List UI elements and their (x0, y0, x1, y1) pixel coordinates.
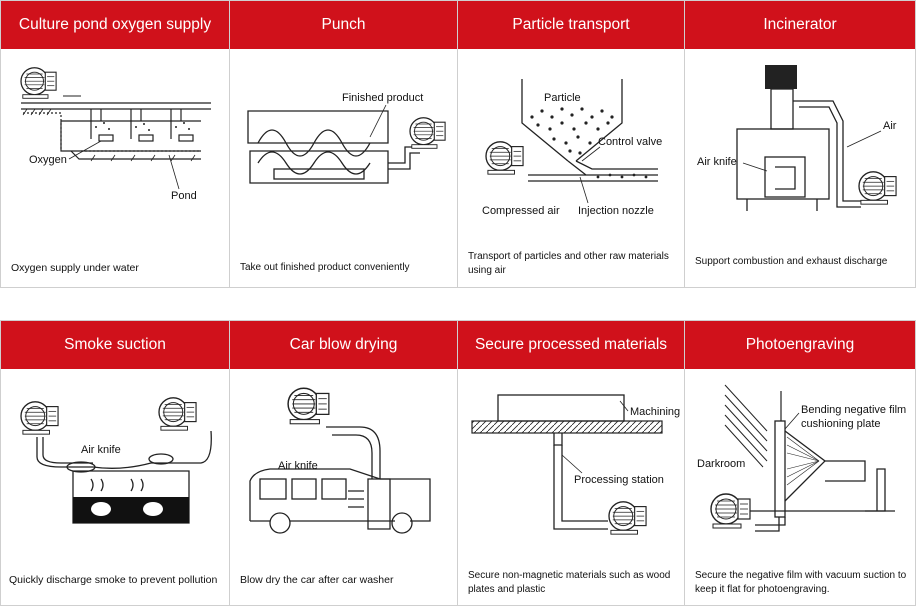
panel-particle-transport: Particle transport Particle Control valv… (457, 0, 685, 288)
row-separator (0, 288, 916, 322)
blower-icon (409, 117, 446, 149)
panel-title: Punch (230, 1, 457, 49)
panel-caption: Quickly discharge smoke to prevent pollu… (9, 574, 218, 586)
blower-icon (485, 141, 524, 175)
panel-secure-materials: Secure processed materials Machining Pro… (457, 320, 685, 606)
air-knife-label: Air knife (278, 460, 318, 472)
darkroom-label: Darkroom (697, 458, 745, 470)
panel-incinerator: Incinerator Air Air knife Support combus… (684, 0, 916, 288)
panel-caption: Blow dry the car after car washer (240, 574, 394, 586)
culture-pond-illustration: Oxygen Pond (1, 51, 229, 221)
blower-icon (20, 401, 59, 435)
panel-caption: Oxygen supply under water (11, 262, 139, 274)
panel-caption: Secure the negative film with vacuum suc… (695, 570, 907, 595)
panel-punch: Punch Finished product Take out finished… (229, 0, 458, 288)
panel-caption: Support combustion and exhaust discharge (695, 256, 888, 267)
panel-culture-pond: Culture pond oxygen supply Oxyg (0, 0, 230, 288)
secure-materials-illustration: Machining Processing station (458, 371, 684, 541)
panel-title: Particle transport (458, 1, 684, 49)
blower-icon (858, 171, 897, 205)
cushioning-plate-label: cushioning plate (801, 418, 881, 430)
smoke-suction-illustration: Air knife (1, 371, 229, 541)
photoengraving-illustration: Bending negative film cushioning plate D… (685, 371, 915, 541)
finished-product-label: Finished product (342, 92, 423, 104)
blower-icon (710, 493, 751, 529)
air-knife-label: Air knife (697, 156, 737, 168)
blower-icon (287, 387, 330, 425)
panel-caption: Take out finished product conveniently (240, 262, 410, 273)
air-knife-label: Air knife (81, 444, 121, 456)
panel-title: Smoke suction (1, 321, 229, 369)
pond-label: Pond (171, 190, 197, 202)
car-blow-drying-illustration: Air knife (230, 371, 457, 541)
oxygen-label: Oxygen (29, 154, 67, 166)
control-valve-label: Control valve (598, 136, 662, 148)
particle-transport-illustration: Particle Control valve Compressed air In… (458, 51, 684, 221)
panel-smoke-suction: Smoke suction Air knife Quickly discharg… (0, 320, 230, 606)
panel-caption: Secure non-magnetic materials such as wo… (468, 570, 671, 595)
processing-station-label: Processing station (574, 474, 664, 486)
panel-photoengraving: Photoengraving Bending negative film (684, 320, 916, 606)
machining-label: Machining (630, 406, 680, 418)
panel-title: Secure processed materials (458, 321, 684, 369)
air-label: Air (883, 120, 897, 132)
blower-icon (608, 501, 647, 535)
panel-title: Car blow drying (230, 321, 457, 369)
panel-car-blow-drying: Car blow drying Air knife Blow dry the c… (229, 320, 458, 606)
particle-label: Particle (544, 92, 581, 104)
panel-caption: Transport of particles and other raw mat… (468, 251, 669, 276)
incinerator-illustration: Air Air knife (685, 51, 915, 221)
panel-title: Culture pond oxygen supply (1, 1, 229, 49)
punch-illustration: Finished product (230, 51, 457, 221)
panel-title: Photoengraving (685, 321, 915, 369)
injection-nozzle-label: Injection nozzle (578, 205, 654, 217)
compressed-air-label: Compressed air (482, 205, 560, 217)
bending-negative-film-label: Bending negative film (801, 404, 906, 416)
blower-icon (158, 397, 197, 431)
panel-title: Incinerator (685, 1, 915, 49)
blower-icon (20, 67, 57, 99)
